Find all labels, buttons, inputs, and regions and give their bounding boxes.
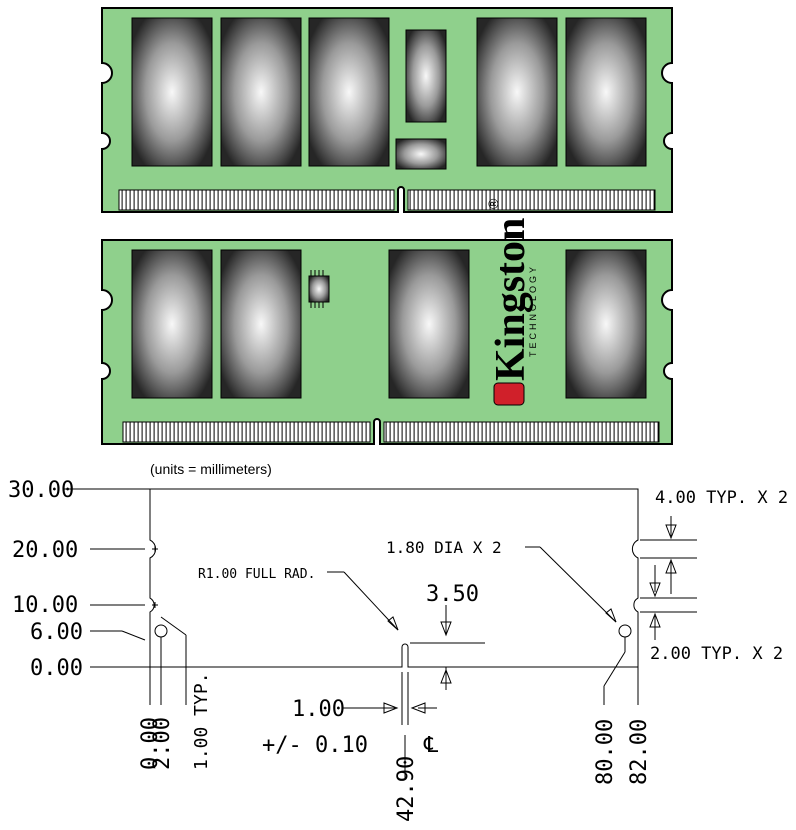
- dim-bottom-2: 2.00: [150, 717, 175, 770]
- dim-right-80: 80.00: [593, 719, 618, 785]
- dim-right-82: 82.00: [627, 719, 652, 785]
- hole-diameter-note: 1.80 DIA X 2: [386, 538, 502, 557]
- edge-connector-pins: [118, 189, 395, 211]
- centerline-symbol: ℄: [423, 733, 439, 758]
- edge-connector-pins: [122, 421, 371, 443]
- registered-mark: ®: [485, 198, 501, 209]
- dram-chip: [131, 17, 213, 167]
- mounting-hole: [618, 624, 632, 638]
- brand-subtitle: TECHNOLOGY: [528, 264, 538, 357]
- edge-connector-pins: [407, 189, 656, 211]
- dram-chip: [565, 17, 647, 167]
- dimension-drawing: [64, 488, 697, 780]
- logo-head-icon: [493, 382, 525, 406]
- dim-left-10: 10.00: [12, 593, 78, 618]
- dim-left-0: 0.00: [30, 656, 83, 681]
- small-chip: [405, 29, 447, 123]
- dim-bottom-1-typ: 1.00 TYP.: [191, 672, 212, 770]
- edge-connector-pins: [383, 421, 660, 443]
- dram-chip: [220, 249, 302, 399]
- dram-chip: [388, 249, 470, 399]
- dram-chip: [476, 17, 558, 167]
- brand-name: Kingston: [488, 218, 534, 381]
- module-front: [101, 7, 673, 213]
- dimension-arrows: [383, 524, 677, 714]
- notch-width: 1.00: [292, 697, 345, 722]
- mounting-hole: [154, 624, 168, 638]
- notch-tolerance: +/- 0.10: [262, 733, 368, 758]
- module-outline: [149, 488, 639, 668]
- notch-radius-note: R1.00 FULL RAD.: [198, 567, 315, 582]
- kingston-logo: Kingston TECHNOLOGY ®: [485, 198, 538, 406]
- dram-chip: [308, 17, 390, 167]
- dim-bottom-0: 0.00: [138, 717, 163, 770]
- dram-chip: [220, 17, 302, 167]
- dim-left-30: 30.00: [8, 478, 74, 503]
- side-notch-width: 4.00 TYP. X 2: [655, 488, 788, 508]
- small-chip: [395, 138, 447, 170]
- module-back: Kingston TECHNOLOGY ®: [101, 198, 673, 445]
- dram-chip: [565, 249, 647, 399]
- notch-position: 42.90: [394, 756, 419, 822]
- dim-left-6: 6.00: [30, 620, 83, 645]
- spd-eeprom-chip: [308, 270, 330, 308]
- dim-left-20: 20.00: [12, 538, 78, 563]
- dram-chip: [131, 249, 213, 399]
- side-notch-small: 2.00 TYP. X 2: [650, 644, 783, 664]
- units-note: (units = millimeters): [150, 461, 272, 477]
- notch-depth: 3.50: [426, 582, 479, 607]
